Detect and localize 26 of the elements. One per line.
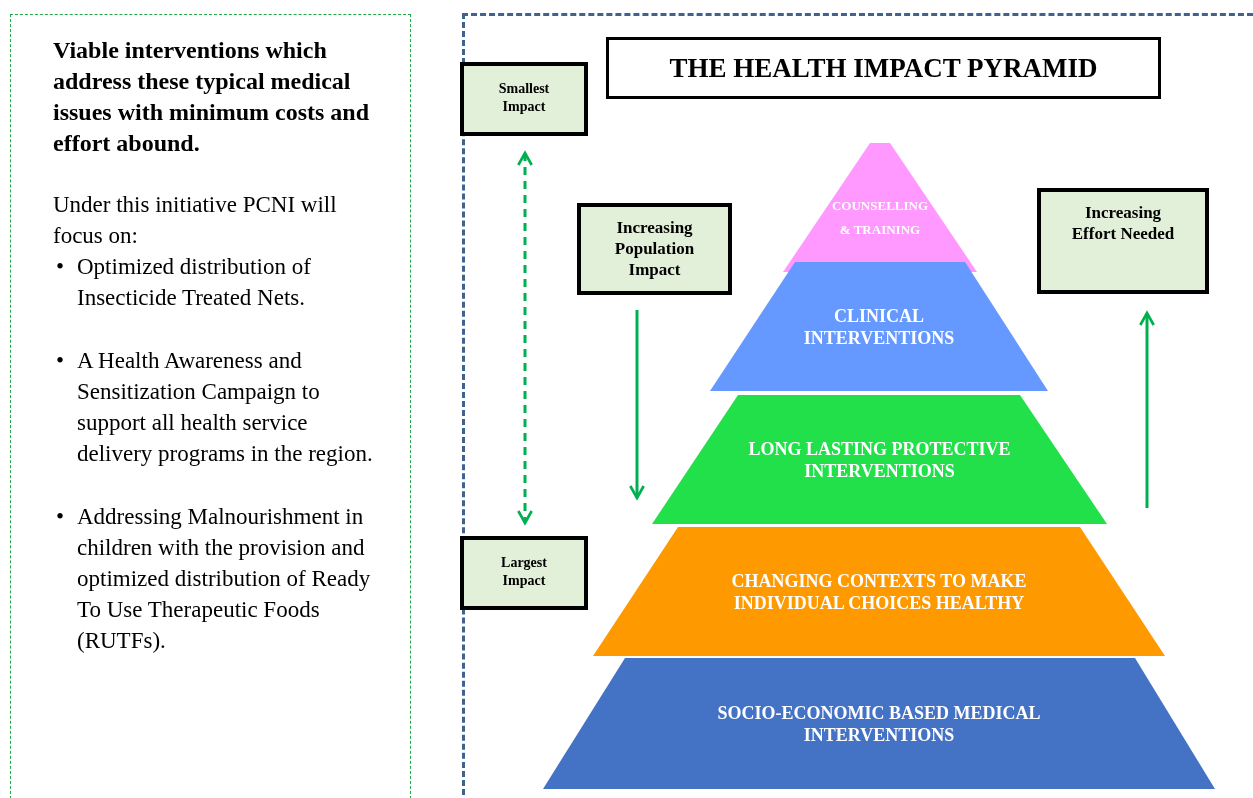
tier-label: CLINICAL INTERVENTIONS bbox=[802, 304, 956, 349]
tier-label: SOCIO-ECONOMIC BASED MEDICAL INTERVENTIONS bbox=[716, 701, 1042, 746]
pyramid-tier bbox=[543, 658, 1215, 789]
arrow bbox=[1139, 311, 1155, 508]
bullet-text: Optimized distribution of Insecticide Treated Nets. bbox=[77, 253, 312, 312]
text-panel bbox=[10, 14, 411, 798]
intro-text: Under this initiative PCNI will focus on: bbox=[53, 191, 338, 250]
pyramid-tier bbox=[710, 262, 1048, 391]
tier-label: COUNSELLING & TRAINING bbox=[830, 196, 930, 239]
tier-label: LONG LASTING PROTECTIVE INTERVENTIONS bbox=[747, 437, 1012, 482]
label-box: Smallest Impact bbox=[460, 62, 588, 136]
label-box: Largest Impact bbox=[460, 536, 588, 610]
arrow bbox=[629, 310, 645, 500]
label-box: Increasing Effort Needed bbox=[1037, 188, 1209, 294]
bullet-marker: • bbox=[55, 503, 66, 531]
pyramid-tier bbox=[652, 395, 1107, 524]
bullet-text: A Health Awareness and Sensitization Campaign to support all health service delivery programs in the region. bbox=[77, 347, 374, 468]
pyramid-tier bbox=[593, 527, 1165, 656]
bullet-text: Addressing Malnourishment in children with the provision and optimized distribution of Ready To Use Therapeutic Foods (RUTFs). bbox=[77, 503, 372, 655]
arrow bbox=[517, 151, 533, 525]
label-box: Increasing Population Impact bbox=[577, 203, 732, 295]
tier-label: CHANGING CONTEXTS TO MAKE INDIVIDUAL CHOICES HEALTHY bbox=[730, 569, 1028, 614]
title-box: THE HEALTH IMPACT PYRAMID bbox=[606, 37, 1161, 99]
heading-text: Viable interventions which address these typical medical issues with minimum costs and effort abound. bbox=[53, 36, 371, 158]
bullet-marker: • bbox=[55, 347, 66, 375]
bullet-marker: • bbox=[55, 253, 66, 281]
